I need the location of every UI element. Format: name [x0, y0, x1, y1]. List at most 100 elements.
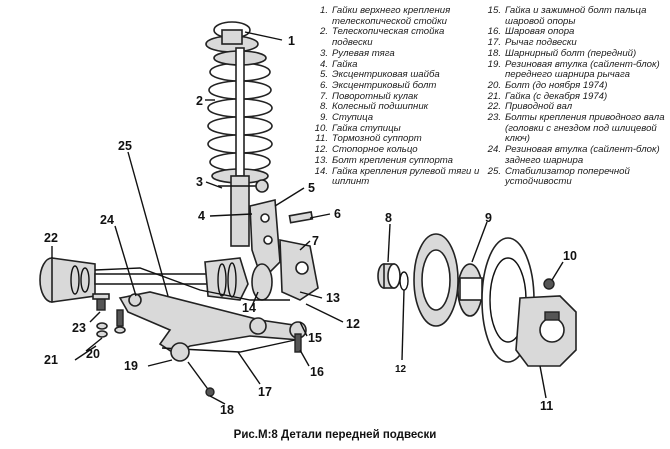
legend-item-number: 2. [319, 26, 328, 38]
callout-21: 21 [44, 353, 58, 367]
legend-item: 6.Эксцентриковый болт [310, 79, 482, 92]
callout-15: 15 [308, 331, 322, 345]
callout-3: 3 [196, 175, 203, 189]
legend-item-text: Болты крепления приводного вала (головки… [505, 112, 665, 145]
legend-item-number: 25. [487, 165, 501, 177]
legend-item-text: Резиновая втулка (сайлент-блок) заднего … [505, 144, 660, 166]
callout-6: 6 [334, 207, 341, 221]
legend-item-number: 11. [315, 133, 328, 145]
legend-item-text: Шаровая опора [505, 26, 575, 38]
legend-item-text: Гайка и зажимной болт пальца шаровой опо… [505, 5, 647, 27]
legend-right: 15. Гайка и зажимной болт пальца шаровой … [483, 5, 668, 188]
legend-item-number: 3. [319, 47, 328, 59]
callout-16: 16 [310, 365, 324, 379]
legend-item: 9. Ступица [310, 112, 482, 124]
callout-1: 1 [288, 34, 295, 48]
callout-18: 18 [220, 403, 234, 417]
legend-item: 4. Гайка [310, 58, 482, 71]
callout-13: 13 [326, 291, 340, 305]
callout-22: 22 [44, 231, 58, 245]
callout-25: 25 [118, 139, 132, 153]
leader-lines [51, 31, 564, 405]
legend-item-number: 14. [314, 165, 328, 177]
legend-item-number: 24. [487, 144, 501, 156]
callout-17: 17 [258, 385, 272, 399]
legend-item: 20.Болт (до ноября 1974) [483, 79, 668, 92]
legend-item-text: Тормозной суппорт [332, 133, 422, 145]
legend-item: 25. Стабилизатор поперечной устойчивости [483, 165, 668, 188]
strut-assembly [205, 21, 319, 301]
legend-item-text: Ступица [332, 112, 374, 124]
legend-item: 17. Рычаг подвески [483, 37, 668, 49]
legend-item-number: 15. [487, 5, 501, 16]
legend-item-number: 13. [314, 154, 328, 166]
legend-item-text: Рулевая тяга [332, 47, 395, 59]
legend-item: 23. Болты крепления приводного вала (голо… [483, 112, 668, 145]
legend-item: 22.Приводной вал [483, 102, 668, 113]
legend-item-number: 17. [487, 37, 501, 49]
callout-10: 10 [563, 249, 577, 263]
coil-spring [207, 62, 273, 172]
callout-12-knuckle: 12 [346, 317, 360, 331]
legend-item-text: Эксцентриковый болт [332, 79, 437, 91]
legend-item-text: Гайка [332, 58, 358, 70]
callout-11: 11 [540, 399, 553, 413]
legend-item-text: Болт крепления суппорта [332, 154, 454, 166]
legend-item: 10.Гайка ступицы [310, 122, 482, 135]
legend-item-text: Стопорное кольцо [332, 144, 418, 156]
legend-item-text: Колесный подшипник [332, 101, 429, 113]
legend-item-number: 19. [487, 58, 501, 70]
callout-9: 9 [485, 211, 492, 225]
legend-item-text: Гайка (с декабря 1974) [505, 90, 608, 102]
legend-item-number: 5. [319, 69, 328, 81]
legend-item-text: Рычаг подвески [505, 37, 577, 49]
legend-item: 12. Стопорное кольцо [310, 144, 482, 156]
legend-item-number: 23. [487, 112, 501, 124]
lower-arm [94, 267, 307, 397]
legend-left: 1. Гайки верхнего крепления телескопическ… [310, 5, 482, 188]
legend-item: 19. Резиновая втулка (сайлент-блок) перед… [483, 58, 668, 81]
callout-24: 24 [100, 213, 114, 227]
legend-item-text: Гайка крепления рулевой тяги и шплинт [332, 165, 480, 188]
legend-item-number: 16. [487, 26, 501, 38]
legend-item-number: 4. [319, 58, 328, 70]
legend-item-text: Телескопическая стойка подвески [332, 26, 445, 49]
legend-item-text: Гайка ступицы [332, 122, 401, 134]
legend-item-number: 21. [487, 90, 501, 102]
callouts: 1 2 3 4 5 6 7 8 9 10 11 12 12 13 14 15 1… [44, 34, 577, 417]
callout-20: 20 [86, 347, 100, 361]
legend-item-text: Эксцентриковая шайба [332, 69, 440, 81]
legend-item-text: Поворотный кулак [332, 90, 418, 102]
legend-item: 5. Эксцентриковая шайба [310, 70, 482, 81]
legend-item-text: Резиновая втулка (сайлент-блок) переднег… [505, 58, 660, 81]
legend-item: 15. Гайка и зажимной болт пальца шаровой … [483, 5, 668, 27]
legend-item: 18.Шарнирный болт (передний) [483, 47, 668, 60]
driveshaft-bolts [92, 293, 126, 338]
legend-item-number: 7. [319, 90, 328, 102]
legend-item: 13. Болт крепления суппорта [310, 154, 482, 167]
legend-item: 11. Тормозной суппорт [310, 134, 482, 145]
legend-item-number: 18. [487, 47, 501, 59]
legend-item-number: 1. [319, 5, 328, 16]
legend-item: 24. Резиновая втулка (сайлент-блок) задне… [483, 144, 668, 166]
legend-item-number: 12. [314, 144, 328, 156]
legend-item: 3. Рулевая тяга [310, 47, 482, 60]
legend-item-text: Гайки верхнего крепления телескопической… [332, 5, 451, 27]
figure-caption: Рис.M:8 Детали передней подвески [233, 429, 437, 441]
callout-23: 23 [72, 321, 86, 335]
callout-5: 5 [308, 181, 315, 195]
legend-item-text: Приводной вал [505, 101, 573, 113]
legend-item-number: 20. [487, 79, 501, 91]
hub-assembly [377, 233, 577, 367]
legend-item: 1. Гайки верхнего крепления телескопическ… [310, 5, 482, 27]
callout-2: 2 [196, 94, 203, 108]
legend-item: 21. Гайка (с декабря 1974) [483, 90, 668, 103]
callout-4: 4 [198, 209, 205, 223]
legend-item-number: 8. [319, 101, 328, 113]
drive-shaft [39, 257, 273, 303]
legend-item-text: Стабилизатор поперечной устойчивости [505, 165, 630, 188]
legend-item-number: 9. [319, 112, 328, 124]
legend-item: 8. Колесный подшипник [310, 102, 482, 113]
legend-item: 14. Гайка крепления рулевой тяги и шплинт [310, 165, 482, 188]
callout-12-hub: 12 [395, 364, 407, 375]
